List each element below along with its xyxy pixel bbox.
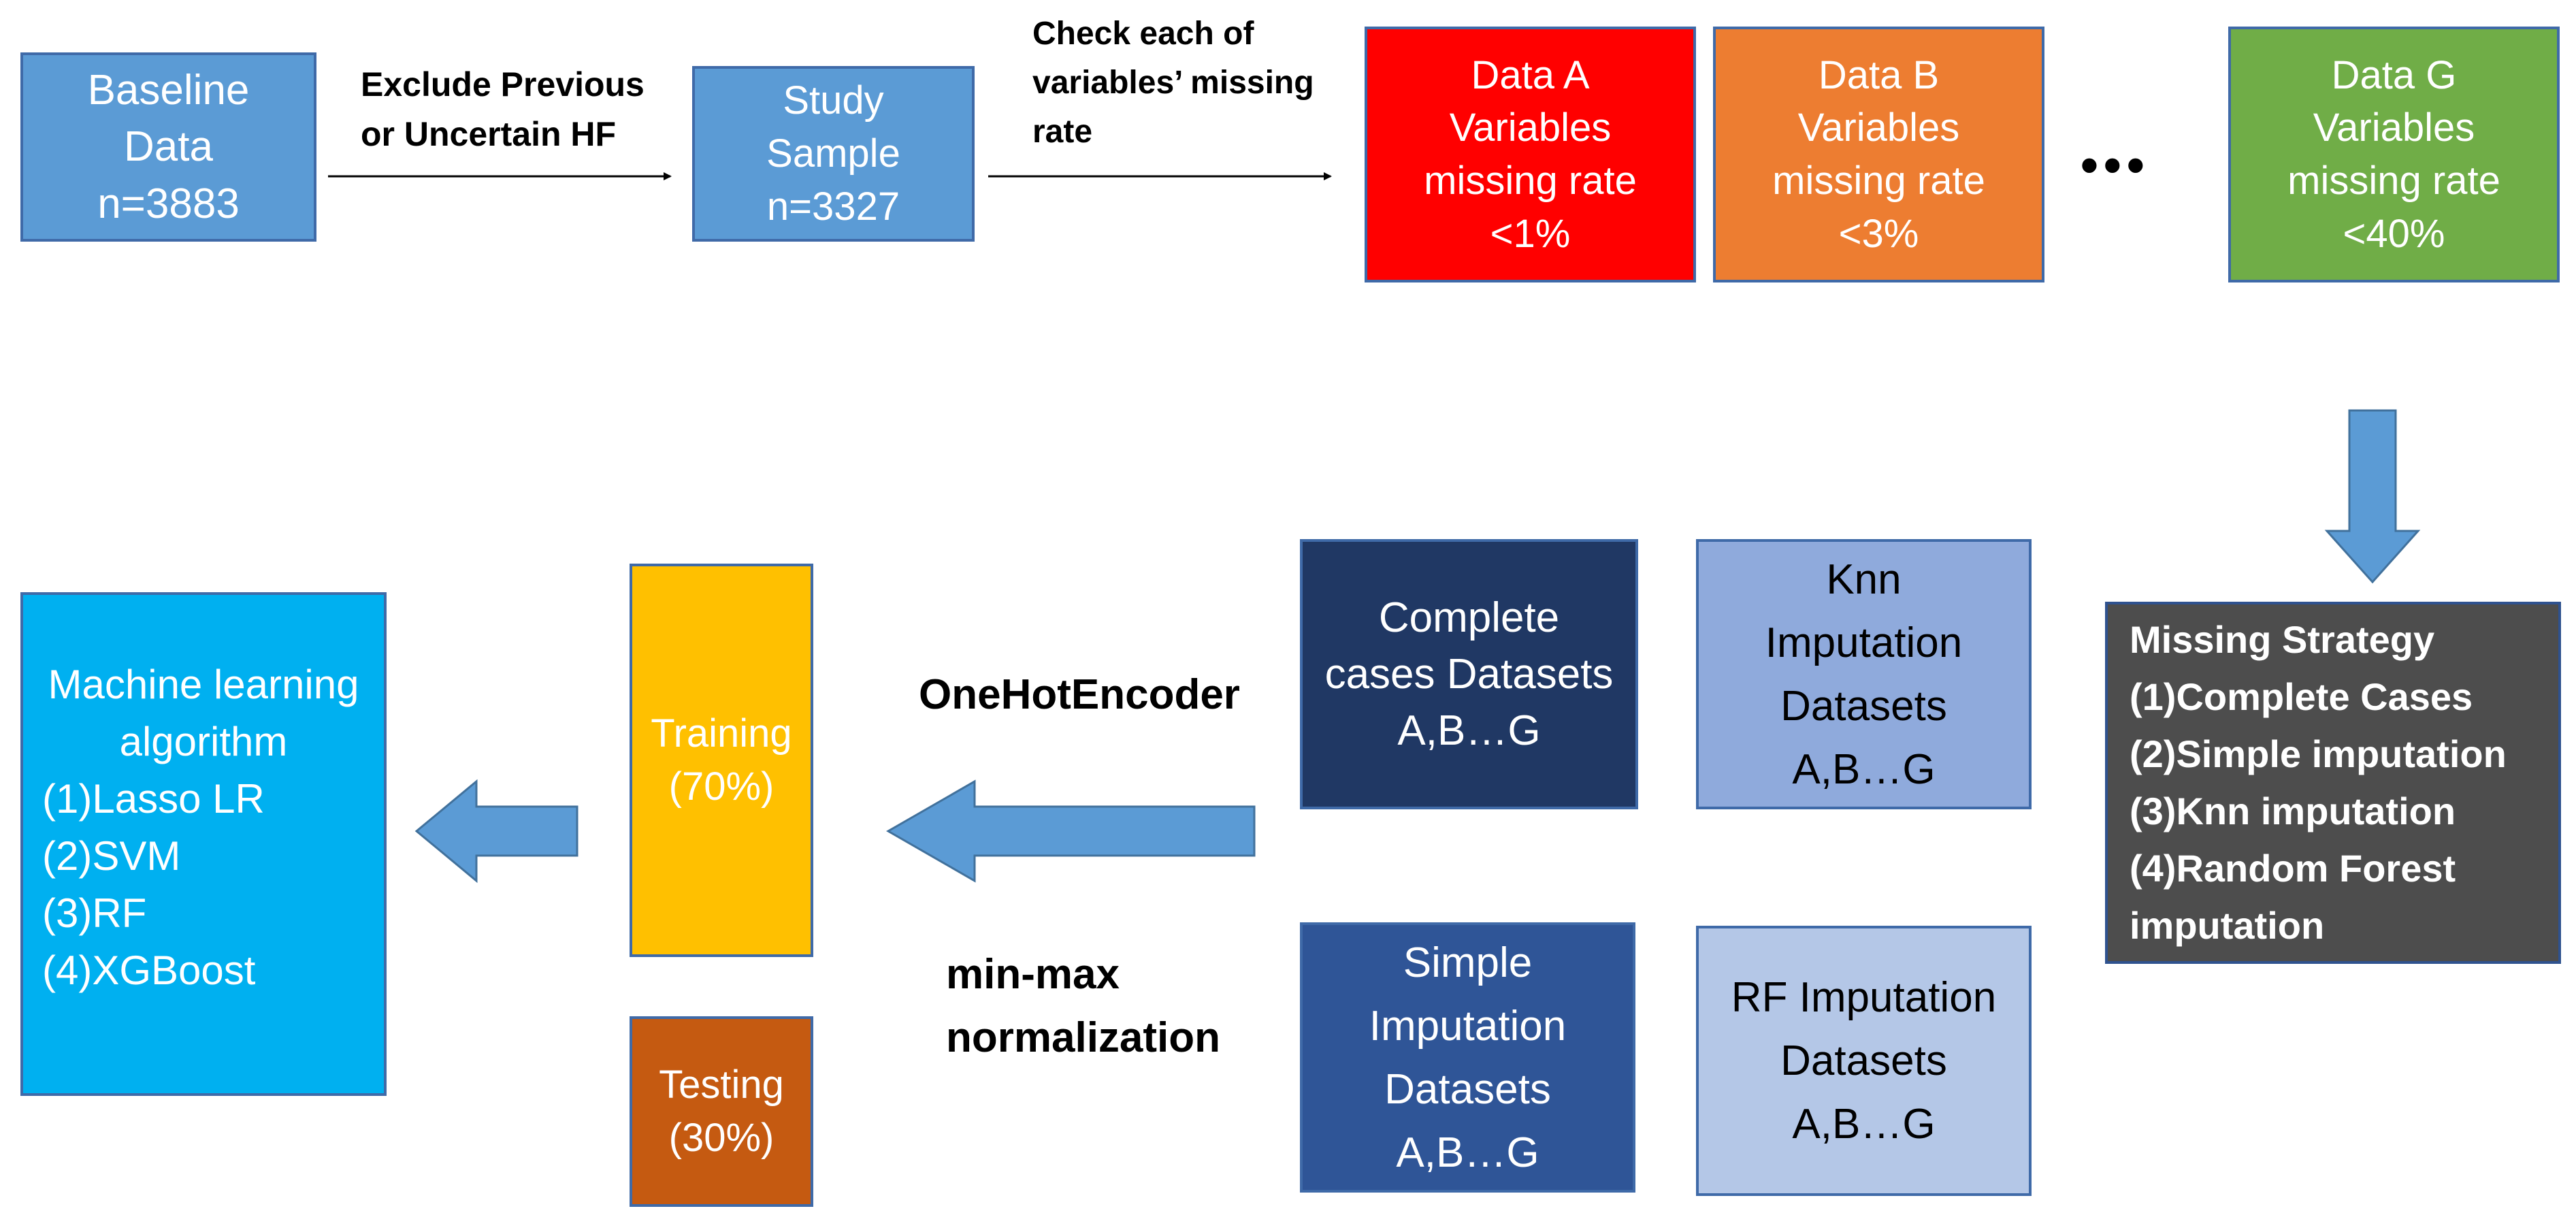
simple-line-1: Simple (1403, 939, 1533, 986)
simple-line-3: Datasets (1384, 1065, 1551, 1113)
simple-imputation-box: Simple Imputation Datasets A,B…G (1300, 922, 1635, 1193)
rf-line-1: RF Imputation (1731, 974, 1997, 1021)
data-b-line-2: Variables (1797, 106, 1960, 150)
ml-item-rf: (3)RF (42, 890, 147, 936)
simple-line-4: A,B…G (1396, 1129, 1539, 1176)
missing-strategy-box: Missing Strategy (1)Complete Cases (2)Si… (2105, 602, 2561, 964)
knn-line-2: Imputation (1765, 619, 1963, 666)
ml-title-line-1: Machine learning (48, 662, 359, 707)
study-line-2: Sample (766, 131, 900, 176)
ml-item-xgboost: (4)XGBoost (42, 948, 256, 993)
simple-line-2: Imputation (1369, 1002, 1567, 1050)
data-a-line-2: Variables (1449, 106, 1612, 150)
study-line-1: Study (783, 78, 884, 123)
study-line-3: n=3327 (766, 184, 900, 229)
ml-title-line-2: algorithm (119, 719, 288, 764)
minmax-normalization-label: min-max normalization (946, 943, 1220, 1069)
strategy-line-1: Missing Strategy (2130, 618, 2435, 661)
strategy-line-3: (2)Simple imputation (2130, 732, 2507, 775)
data-g-line-3: missing rate (2287, 159, 2500, 203)
testing-box: Testing (30%) (630, 1016, 813, 1207)
data-a-line-3: missing rate (1424, 159, 1637, 203)
knn-line-4: A,B…G (1792, 745, 1936, 793)
baseline-line-2: Data (124, 123, 213, 171)
study-sample-box: Study Sample n=3327 (692, 66, 975, 242)
complete-line-3: A,B…G (1397, 707, 1541, 755)
data-g-line-2: Variables (2313, 106, 2475, 150)
ellipsis-dots: ••• (2081, 137, 2150, 193)
training-line-2: (70%) (668, 764, 775, 809)
onehot-encoder-label: OneHotEncoder (919, 671, 1240, 718)
baseline-line-3: n=3883 (97, 180, 240, 227)
knn-imputation-box: Knn Imputation Datasets A,B…G (1696, 539, 2032, 809)
data-a-box: Data A Variables missing rate <1% (1365, 27, 1696, 282)
check-label: Check each of variables’ missing rate (1032, 10, 1314, 157)
exclude-line-1: Exclude Previous (361, 65, 645, 103)
knn-line-3: Datasets (1780, 682, 1947, 730)
testing-line-2: (30%) (668, 1116, 775, 1160)
complete-cases-box: Complete cases Datasets A,B…G (1300, 539, 1638, 809)
down-block-arrow (2324, 409, 2421, 584)
check-line-3: rate (1032, 114, 1093, 150)
rf-line-3: A,B…G (1792, 1101, 1936, 1148)
data-g-box: Data G Variables missing rate <40% (2228, 27, 2560, 282)
left-block-arrow-to-ml (414, 779, 578, 884)
ml-item-svm: (2)SVM (42, 833, 181, 879)
check-line-2: variables’ missing (1032, 65, 1314, 101)
minmax-line-2: normalization (946, 1014, 1221, 1061)
baseline-line-1: Baseline (87, 67, 250, 114)
ml-algorithm-list: (1)Lasso LR (2)SVM (3)RF (4)XGBoost (23, 771, 265, 999)
training-box: Training (70%) (630, 564, 813, 957)
data-b-box: Data B Variables missing rate <3% (1713, 27, 2044, 282)
data-g-line-4: <40% (2343, 211, 2445, 256)
rf-imputation-box: RF Imputation Datasets A,B…G (1696, 926, 2032, 1196)
knn-line-1: Knn (1826, 555, 1902, 603)
testing-line-1: Testing (659, 1063, 784, 1107)
training-line-1: Training (651, 711, 792, 756)
data-b-line-4: <3% (1838, 211, 1919, 256)
strategy-line-5: (4)Random Forest (2130, 847, 2456, 890)
data-b-line-1: Data B (1818, 52, 1940, 97)
ml-item-lasso: (1)Lasso LR (42, 776, 265, 822)
exclude-label: Exclude Previous or Uncertain HF (361, 60, 645, 159)
check-line-1: Check each of (1032, 16, 1254, 52)
data-b-line-3: missing rate (1772, 159, 1985, 203)
strategy-line-2: (1)Complete Cases (2130, 675, 2473, 718)
exclude-line-2: or Uncertain HF (361, 114, 617, 153)
data-g-line-1: Data G (2331, 52, 2457, 97)
ml-algorithm-box: Machine learning algorithm (1)Lasso LR (… (20, 592, 387, 1096)
data-a-line-1: Data A (1471, 52, 1590, 97)
complete-line-1: Complete (1378, 594, 1560, 641)
complete-line-2: cases Datasets (1324, 650, 1614, 698)
data-a-line-4: <1% (1490, 211, 1571, 256)
baseline-data-box: Baseline Data n=3883 (20, 52, 316, 242)
strategy-line-6: imputation (2130, 904, 2325, 947)
rf-line-2: Datasets (1780, 1037, 1947, 1084)
strategy-line-4: (3)Knn imputation (2130, 790, 2456, 832)
minmax-line-1: min-max (946, 951, 1120, 998)
left-block-arrow-to-split (885, 779, 1256, 883)
